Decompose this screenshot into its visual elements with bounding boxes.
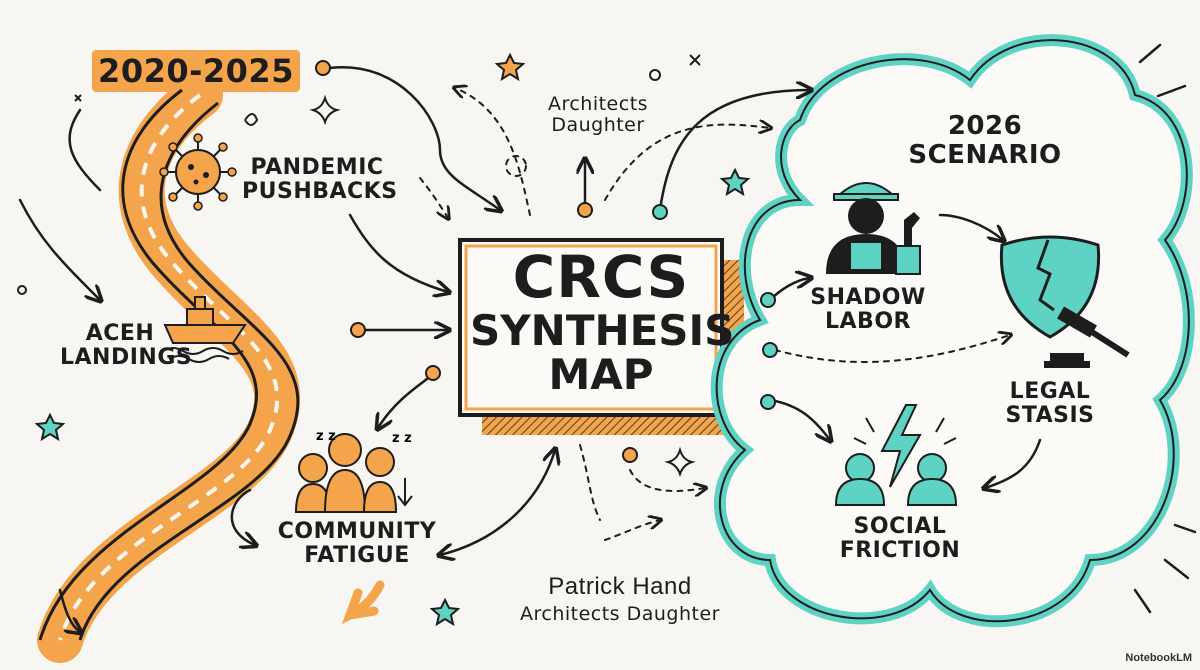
cloud-rays xyxy=(1133,43,1197,614)
timeline-highlight xyxy=(92,50,300,92)
architects-top-line2: Daughter xyxy=(551,113,645,136)
dashed-arrows xyxy=(419,88,1010,541)
fonts-bottom-line2: Architects Daughter xyxy=(519,603,720,626)
shadow-line1: SHADOW xyxy=(810,285,926,310)
pandemic-pushbacks-label: PANDEMIC PUSHBACKS xyxy=(242,155,398,205)
fatigue-line2: FATIGUE xyxy=(304,543,410,569)
pandemic-line2: PUSHBACKS xyxy=(242,179,398,205)
boat-icon xyxy=(162,296,247,363)
virus-icon xyxy=(159,133,237,211)
aceh-line2: LANDINGS xyxy=(60,345,193,371)
legal-line1: LEGAL xyxy=(1009,379,1091,404)
architects-top-line1: Architects xyxy=(547,93,649,115)
worker-icon xyxy=(826,182,921,275)
legal-stasis-label: LEGAL STASIS xyxy=(1000,379,1100,429)
winding-road xyxy=(37,72,301,663)
social-friction-label: SOCIAL FRICTION xyxy=(830,514,970,564)
font-names-bottom-label: Patrick Hand Architects Daughter xyxy=(500,573,740,626)
node-dots xyxy=(17,60,778,463)
community-fatigue-label: COMMUNITY FATIGUE xyxy=(272,519,442,569)
scenario-title: 2026 SCENARIO xyxy=(900,112,1070,169)
center-title-line1: CRCS xyxy=(512,243,690,311)
center-title: CRCS SYNTHESIS MAP xyxy=(470,243,735,399)
down-arrow-icon xyxy=(341,580,385,625)
center-title-line2: SYNTHESIS xyxy=(470,306,735,355)
shadow-line2: LABOR xyxy=(825,309,911,335)
fatigue-line1: COMMUNITY xyxy=(277,519,437,544)
connector-arrows xyxy=(18,66,1042,632)
center-title-line3: MAP xyxy=(548,350,654,399)
center-box xyxy=(458,238,744,435)
legal-line2: STASIS xyxy=(1005,403,1095,429)
social-line1: SOCIAL xyxy=(853,514,947,539)
social-line2: FRICTION xyxy=(839,538,961,564)
pandemic-line1: PANDEMIC xyxy=(250,155,384,180)
fonts-bottom-line1: Patrick Hand xyxy=(548,573,692,600)
shield-gavel-icon xyxy=(999,235,1130,368)
architects-daughter-top-label: Architects Daughter xyxy=(528,94,668,136)
notebooklm-watermark: NotebookLM xyxy=(1125,652,1192,664)
shadow-labor-label: SHADOW LABOR xyxy=(808,285,928,335)
scenario-title-line1: 2026 xyxy=(947,111,1023,141)
sparkle-decorations xyxy=(34,52,751,627)
timeline-label: 2020-2025 xyxy=(98,52,294,90)
svg-text:z z: z z xyxy=(316,429,336,444)
svg-text:z z: z z xyxy=(392,431,412,446)
scenario-title-line2: SCENARIO xyxy=(908,139,1062,170)
tired-people-icon: z z z z xyxy=(294,429,413,513)
aceh-landings-label: ACEH LANDINGS xyxy=(60,321,193,371)
aceh-line1: ACEH xyxy=(85,321,155,346)
social-friction-icon xyxy=(834,404,958,506)
